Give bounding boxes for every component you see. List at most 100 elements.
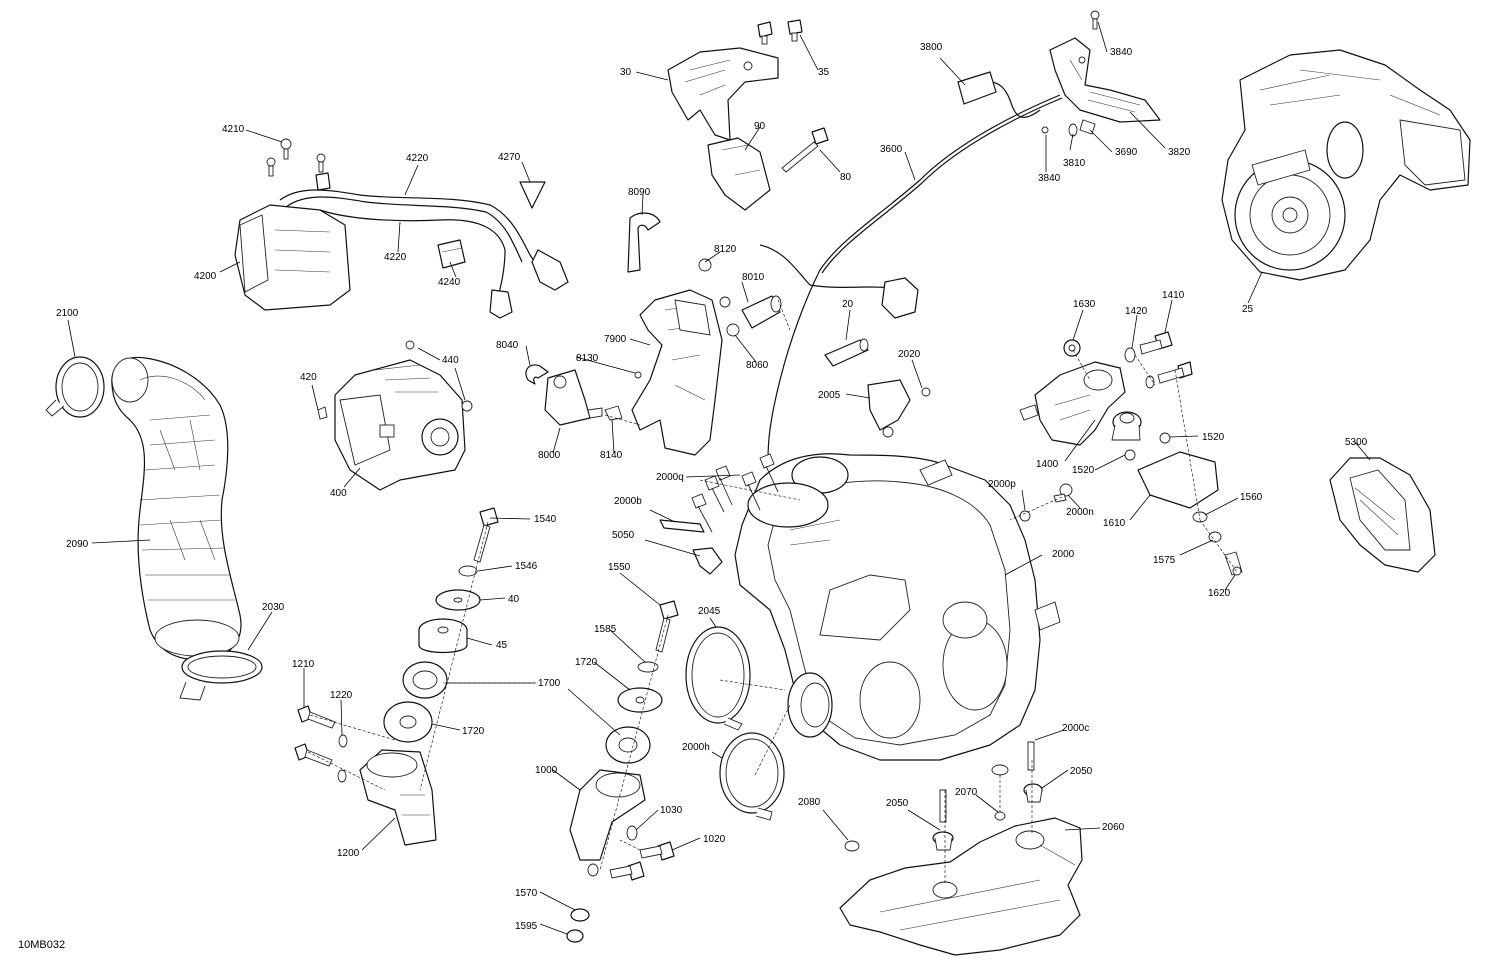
fitting-5050[interactable]	[692, 547, 723, 575]
label-1720-left: 1720	[462, 726, 485, 737]
nut-1630[interactable]	[1063, 339, 1081, 357]
gasket-2000b[interactable]	[659, 519, 705, 533]
bolt-35[interactable]	[757, 19, 803, 45]
clip-4240[interactable]	[437, 239, 466, 269]
actuator-4200[interactable]	[234, 204, 351, 311]
intake-hose-2090[interactable]	[111, 356, 242, 661]
clamp-2000h[interactable]	[719, 732, 785, 821]
label-1720-center: 1720	[575, 657, 598, 668]
harness-4220[interactable]	[279, 172, 569, 319]
bolt-1620[interactable]	[1224, 551, 1243, 576]
label-4220-bottom: 4220	[384, 252, 407, 263]
isolator-1720a[interactable]	[383, 701, 433, 743]
fitting-8010[interactable]	[741, 295, 782, 329]
bolt-1210[interactable]	[294, 705, 336, 767]
bolt-80[interactable]	[781, 127, 829, 173]
clamp-2045[interactable]	[685, 626, 751, 731]
label-1410: 1410	[1162, 290, 1185, 301]
fitting-8060[interactable]	[726, 323, 740, 337]
washer-1546[interactable]	[458, 565, 478, 577]
washer-40[interactable]	[435, 589, 481, 611]
label-3820: 3820	[1168, 147, 1191, 158]
washer-1570[interactable]	[570, 863, 599, 922]
screw-3840[interactable]	[1041, 10, 1100, 134]
bracket-1200[interactable]	[359, 749, 437, 846]
hose-8090[interactable]	[627, 212, 661, 273]
washer-2000p[interactable]	[1019, 510, 1031, 522]
washer-1585[interactable]	[637, 661, 659, 673]
grommet-2050[interactable]	[932, 741, 1043, 851]
label-1210: 1210	[292, 659, 315, 670]
label-1595: 1595	[515, 921, 538, 932]
housing-2000[interactable]	[734, 453, 1061, 761]
label-8010: 8010	[742, 272, 765, 283]
adapter-5300[interactable]	[1329, 457, 1436, 573]
label-1520-left: 1520	[1072, 465, 1095, 476]
label-1420: 1420	[1125, 306, 1148, 317]
isolator-1720b[interactable]	[617, 687, 663, 713]
fitting-8120[interactable]	[698, 258, 731, 308]
label-8090: 8090	[628, 187, 651, 198]
label-8120: 8120	[714, 244, 737, 255]
label-3840-bottom: 3840	[1038, 173, 1061, 184]
screw-8130[interactable]	[634, 371, 642, 379]
clip-90[interactable]	[707, 137, 771, 211]
label-2000c: 2000c	[1062, 723, 1089, 734]
solenoid-8000[interactable]	[544, 369, 603, 426]
bracket-1400[interactable]	[1019, 361, 1126, 446]
bracket-7900[interactable]	[631, 289, 723, 456]
screw-4210[interactable]	[266, 138, 326, 177]
bracket-1000[interactable]	[569, 769, 646, 861]
pin-2080[interactable]	[844, 840, 860, 852]
sensor-2005[interactable]	[867, 379, 911, 438]
label-400: 400	[330, 488, 347, 499]
label-1570: 1570	[515, 888, 538, 899]
label-45: 45	[496, 640, 508, 651]
bolt-1020[interactable]	[609, 841, 675, 881]
part-labels: 30 35 90 80 3800 3840 3820 3690 3810 384…	[18, 42, 1368, 951]
screw-440[interactable]	[405, 340, 473, 412]
bushing-1520[interactable]	[1111, 411, 1171, 461]
label-7900: 7900	[604, 334, 627, 345]
tie-4270[interactable]	[519, 181, 546, 209]
nut-1595[interactable]	[566, 929, 584, 943]
tray-2060[interactable]	[839, 817, 1083, 956]
label-40: 40	[508, 594, 520, 605]
part-3810-3690[interactable]	[1068, 119, 1096, 137]
washer-1420[interactable]	[1124, 347, 1136, 363]
bracket-30[interactable]	[667, 47, 779, 141]
fitting-8140[interactable]	[604, 405, 623, 421]
label-1200: 1200	[337, 848, 360, 859]
bracket-3820[interactable]	[1049, 37, 1161, 123]
isolator-1700b[interactable]	[605, 726, 651, 764]
hose-8040[interactable]	[525, 364, 549, 385]
label-20: 20	[842, 299, 854, 310]
hose-20[interactable]	[824, 338, 869, 367]
washer-1560[interactable]	[1192, 511, 1222, 543]
clip-420[interactable]	[317, 406, 328, 420]
label-80: 80	[840, 172, 852, 183]
bolt-1540[interactable]	[473, 507, 499, 563]
turbocharger-25[interactable]	[1221, 49, 1471, 281]
wire-harness-3600[interactable]	[759, 71, 1063, 461]
washer-1220[interactable]	[337, 734, 348, 783]
label-2000h: 2000h	[682, 742, 710, 753]
label-1220: 1220	[330, 690, 353, 701]
label-1540: 1540	[534, 514, 557, 525]
label-4240: 4240	[438, 277, 461, 288]
screw-2020[interactable]	[921, 387, 931, 397]
isolator-1700a[interactable]	[402, 661, 448, 699]
bolt-1410[interactable]	[1139, 331, 1193, 389]
leader-lines	[67, 21, 1371, 935]
label-4200: 4200	[194, 271, 217, 282]
clamp-2100[interactable]	[45, 356, 105, 418]
bushing-45[interactable]	[418, 618, 468, 654]
label-4270: 4270	[498, 152, 521, 163]
washer-1030[interactable]	[626, 825, 638, 841]
clamp-2030[interactable]	[179, 650, 263, 701]
actuator-400[interactable]	[334, 359, 466, 491]
plate-1610[interactable]	[1137, 451, 1219, 509]
label-3800: 3800	[920, 42, 943, 53]
bolt-1550[interactable]	[655, 600, 679, 653]
